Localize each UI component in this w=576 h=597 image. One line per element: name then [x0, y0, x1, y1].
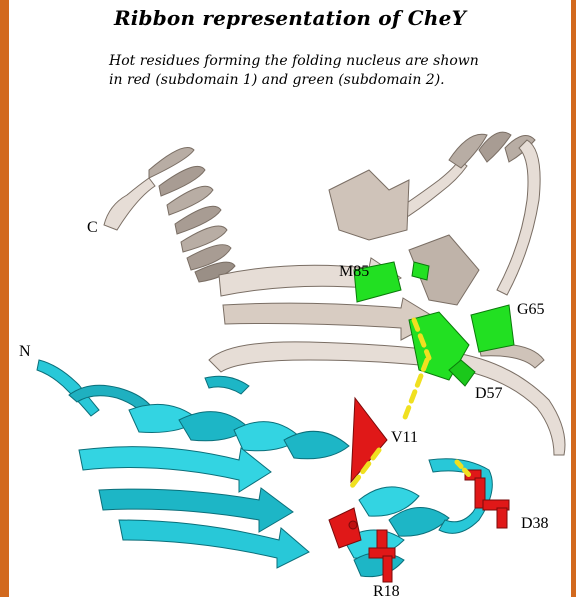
d57-label: D57 [475, 385, 503, 402]
v11-label: V11 [391, 429, 418, 446]
n-terminus-label: N [19, 343, 31, 360]
c-terminus-label: C [87, 219, 98, 236]
g65-residue [471, 305, 514, 352]
m85-label: M85 [339, 263, 369, 280]
v11-residue [351, 398, 387, 482]
g65-label: G65 [517, 301, 545, 318]
helix-band-2 [344, 487, 449, 577]
r18-label: R18 [373, 583, 400, 597]
ribbon-diagram: C N M85 G65 D57 V11 D38 R18 [9, 0, 576, 597]
helix-left [149, 148, 235, 283]
d38-label: D38 [521, 515, 549, 532]
subdomain-1-ribbon [37, 360, 492, 577]
